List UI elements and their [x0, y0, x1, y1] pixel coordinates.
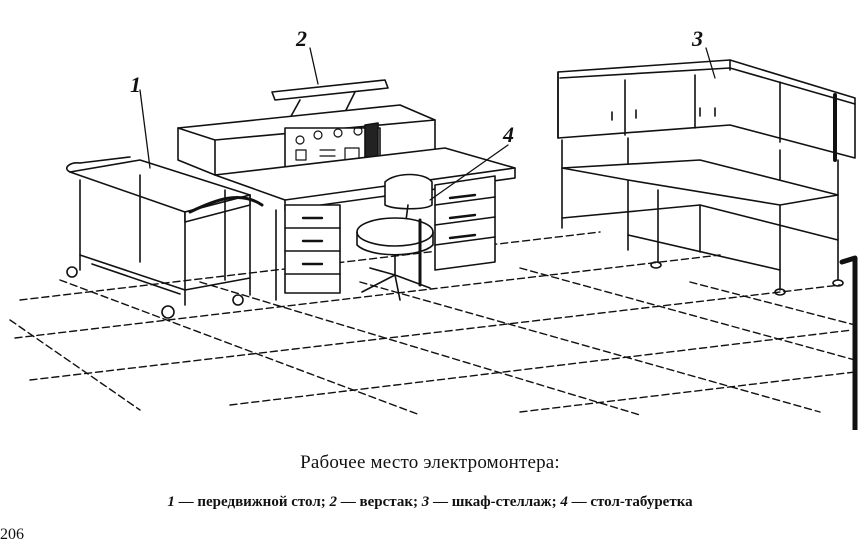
workplace-illustration: 1 2 3 4 — [9, 26, 858, 430]
callout-3: 3 — [691, 26, 703, 51]
stool-table — [356, 173, 434, 301]
legend-text-1: — передвижной стол; — [174, 494, 330, 510]
legend-text-3: — шкаф-стеллаж; — [429, 494, 561, 510]
mobile-table — [65, 156, 264, 319]
legend-number-1: 1 — [167, 494, 175, 510]
workbench — [177, 79, 516, 301]
floor-tile-grid — [9, 231, 856, 416]
legend-number-3: 3 — [421, 494, 430, 510]
leader-lines — [139, 47, 716, 201]
callout-1: 1 — [130, 72, 141, 97]
legend-text-4: — стол-табуретка — [567, 494, 693, 510]
cabinet-rack — [557, 59, 858, 430]
page-number: 206 — [0, 526, 24, 543]
legend-number-2: 2 — [329, 494, 338, 510]
callout-4: 4 — [502, 122, 514, 147]
callout-2: 2 — [295, 26, 307, 51]
legend-text-2: — верстак; — [337, 494, 422, 510]
legend-number-4: 4 — [560, 494, 568, 510]
figure-caption-legend: 1 — передвижной стол; 2 — верстак; 3 — ш… — [0, 494, 860, 511]
figure-caption-title: Рабочее место электромонтера: — [300, 452, 560, 473]
